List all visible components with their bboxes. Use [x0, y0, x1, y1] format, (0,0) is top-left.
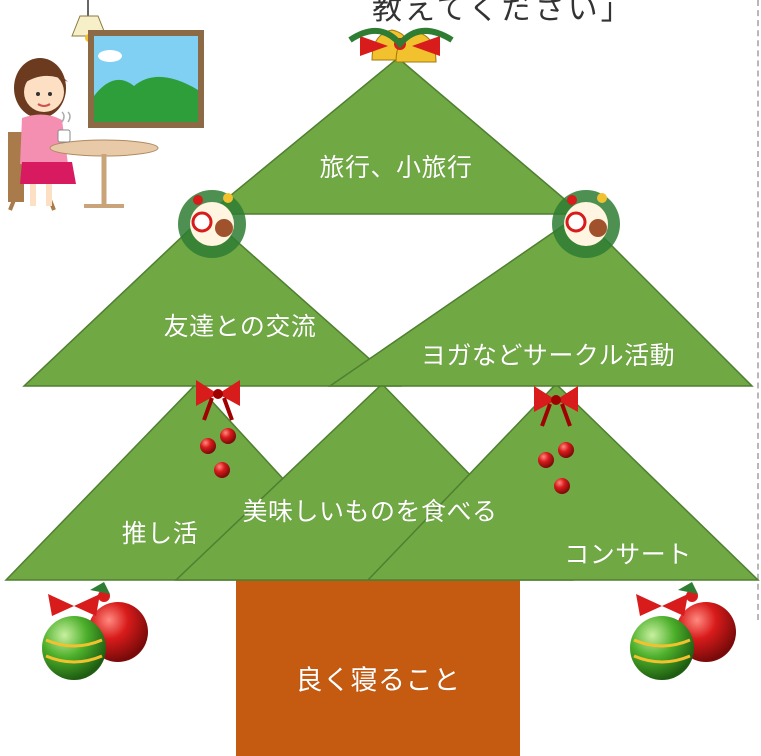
- bow-ornament-right-icon: [534, 386, 578, 494]
- triangle-mid-right: [327, 213, 754, 387]
- low-left-label: 推し活: [121, 519, 199, 548]
- wreath-left-icon: [178, 190, 246, 258]
- woman-tea-illustration-icon: [8, 0, 204, 211]
- mid-left-label: 友達との交流: [163, 312, 317, 341]
- dashed-border: [757, 0, 759, 620]
- bells-icon: [348, 28, 454, 63]
- top-label: 旅行、小旅行: [319, 153, 473, 182]
- wreath-right-icon: [552, 190, 620, 258]
- ornaments-right-icon: [630, 582, 736, 680]
- low-right-label: コンサート: [564, 540, 692, 569]
- tree-trunk: [236, 580, 520, 756]
- triangle-top: [205, 57, 585, 215]
- bow-ornament-left-icon: [196, 380, 240, 478]
- trunk-label: 良く寝ること: [295, 665, 461, 697]
- mid-right-label: ヨガなどサークル活動: [420, 341, 676, 370]
- low-center-label: 美味しいものを食べる: [242, 497, 498, 526]
- ornaments-left-icon: [42, 582, 148, 680]
- triangle-mid-left: [22, 212, 402, 387]
- header-text: 教えてください」: [372, 0, 634, 27]
